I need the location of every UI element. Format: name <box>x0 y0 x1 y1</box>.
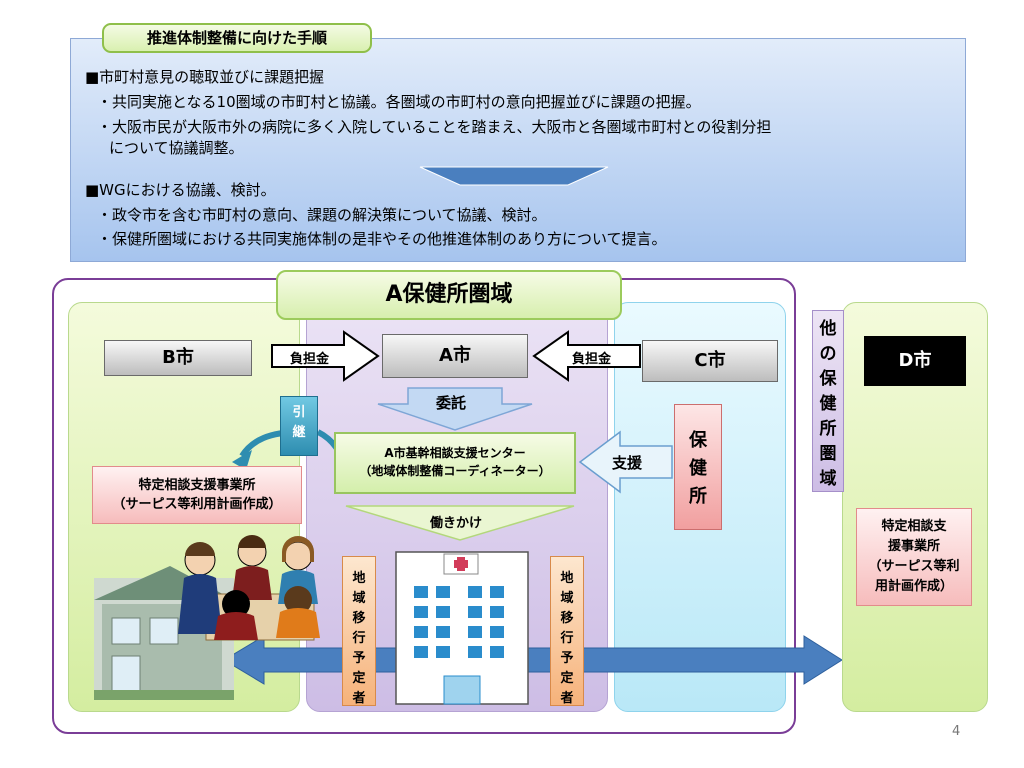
futankin-right-arrow-icon <box>532 330 641 382</box>
procedure-tab-title: 推進体制整備に向けた手順 <box>102 23 372 53</box>
city-d-box: D市 <box>864 336 966 386</box>
tokutei-right-line2: 援事業所 <box>887 539 940 554</box>
procedure-panel: ■市町村意見の聴取並びに課題把握 ・共同実施となる10圏域の市町村と協議。各圏域… <box>70 38 966 262</box>
tokutei-left-line1: 特定相談支援事業所 <box>138 478 256 493</box>
transition-candidate-left: 地域移行予定者 <box>342 556 376 706</box>
other-region-text: 他の保健所圏域 <box>819 319 837 489</box>
city-b-box: B市 <box>104 340 252 376</box>
section2-heading: ■WGにおける協議、検討。 <box>85 181 276 199</box>
futankin-left-label: 負担金 <box>290 352 330 367</box>
tokutei-consult-office-right: 特定相談支 援事業所 （サーピス等利 用計画作成） <box>856 508 972 606</box>
shien-arrow-icon <box>578 430 673 494</box>
futankin-right-label: 負担金 <box>572 352 612 367</box>
city-c-box: C市 <box>642 340 778 382</box>
section1-bullet1: ・共同実施となる10圏域の市町村と協議。各圏域の市町村の意向把握並びに課題の把握… <box>97 93 701 111</box>
section2-bullet2: ・保健所圏域における共同実施体制の是非やその他推進体制のあり方について提言。 <box>97 230 667 248</box>
city-a-box: A市 <box>382 334 528 378</box>
health-center-box: 保健所 <box>674 404 722 530</box>
transition-candidate-right: 地域移行予定者 <box>550 556 584 706</box>
futankin-left-arrow-icon <box>271 330 380 382</box>
procedure-down-arrow-icon <box>419 166 609 186</box>
section1-bullet2-line2: について協議調整。 <box>109 139 244 157</box>
tokutei-right-line3: （サーピス等利 <box>868 559 960 574</box>
meeting-people-icon <box>178 535 320 641</box>
hokenjo-text: 保健所 <box>689 430 707 507</box>
shien-label: 支援 <box>612 454 643 472</box>
section1-heading: ■市町村意見の聴取並びに課題把握 <box>85 68 325 86</box>
hikitsugi-label: 引継 <box>280 396 318 456</box>
hatarakikake-arrow-icon <box>345 505 575 541</box>
tokutei-consult-office-left: 特定相談支援事業所 （サーピス等利用計画作成） <box>92 466 302 524</box>
other-region-label: 他の保健所圏域 <box>812 310 844 492</box>
itaku-label: 委託 <box>436 394 467 412</box>
tokutei-right-line1: 特定相談支 <box>881 519 947 534</box>
page-number: 4 <box>952 724 961 739</box>
section2-bullet1: ・政令市を含む市町村の意向、課題の解決策について協議、検討。 <box>97 206 547 224</box>
itaku-arrow-icon <box>377 387 533 431</box>
hikitsugi-text: 引継 <box>292 405 306 440</box>
tokutei-left-line2: （サーピス等利用計画作成） <box>112 497 282 512</box>
region-title: A保健所圏域 <box>276 270 622 320</box>
section1-bullet2-line1: ・大阪市民が大阪市外の病院に多く入院していることを踏まえ、大阪市と各圏域市町村と… <box>97 118 772 136</box>
center-line2: （地域体制整備コーディネーター） <box>359 464 551 478</box>
center-line1: A市基幹相談支援センター <box>384 446 526 460</box>
core-support-center-box: A市基幹相談支援センター （地域体制整備コーディネーター） <box>334 432 576 494</box>
tokutei-right-line4: 用計画作成） <box>874 579 953 594</box>
chiiki-right-text: 地域移行予定者 <box>560 571 574 706</box>
hospital-icon <box>395 551 529 705</box>
chiiki-left-text: 地域移行予定者 <box>352 571 366 706</box>
hatarakikake-label: 働きかけ <box>430 516 483 531</box>
